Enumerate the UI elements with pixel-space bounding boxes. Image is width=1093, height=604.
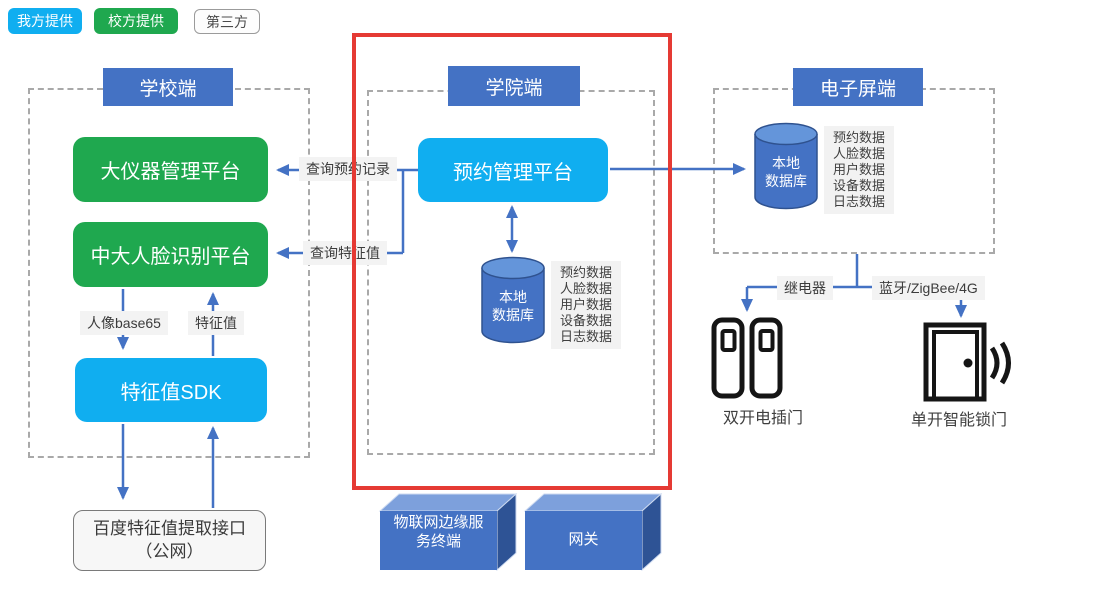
- screen-db-item: 设备数据: [833, 178, 886, 193]
- signal-wave-icon: [999, 341, 1011, 385]
- door-knob: [963, 358, 973, 368]
- legend-ours-label: 我方提供: [17, 13, 73, 29]
- screen-db-name-line2: 数据库: [765, 173, 807, 189]
- face-platform-label: 中大人脸识别平台: [90, 246, 251, 268]
- college-db-item: 人脸数据: [560, 281, 613, 296]
- screen-section-header: 电子屏端: [793, 68, 923, 106]
- iot-edge-line2: 务终端: [415, 532, 461, 550]
- legend-thirdparty-label: 第三方: [206, 13, 248, 30]
- college-db-item: 日志数据: [560, 329, 613, 344]
- screen-title: 电子屏端: [819, 78, 896, 100]
- booking-platform-label: 预约管理平台: [453, 161, 573, 184]
- label-query-booking: 查询预约记录: [299, 157, 397, 181]
- cylinder-top: [481, 256, 545, 280]
- gateway-box: [523, 492, 663, 572]
- college-db-name-line2: 数据库: [492, 307, 534, 323]
- college-db-name-line1: 本地: [499, 289, 527, 305]
- screen-db-name-line1: 本地: [772, 155, 800, 171]
- iot-edge-terminal-label: 物联网边缘服 务终端: [380, 514, 497, 552]
- cylinder-top: [754, 122, 818, 146]
- screen-db-item: 人脸数据: [833, 146, 886, 161]
- instrument-platform-node: 大仪器管理平台: [73, 137, 268, 202]
- label-portrait-base: 人像base65: [80, 311, 168, 335]
- college-db-item: 预约数据: [560, 265, 613, 280]
- college-db-item: 设备数据: [560, 313, 613, 328]
- screen-db-items: 预约数据 人脸数据 用户数据 设备数据 日志数据: [824, 126, 895, 214]
- baidu-api-label-line1: 百度特征值提取接口: [93, 519, 246, 539]
- booking-platform-node: 预约管理平台: [418, 138, 608, 202]
- screen-db-item: 用户数据: [833, 162, 886, 177]
- college-title: 学院端: [485, 77, 543, 99]
- instrument-platform-label: 大仪器管理平台: [100, 161, 241, 183]
- legend-school-chip: 校方提供: [94, 8, 178, 34]
- legend-thirdparty-chip: 第三方: [194, 9, 260, 34]
- gateway-label: 网关: [568, 531, 599, 548]
- label-relay: 继电器: [777, 276, 833, 300]
- school-title: 学校端: [139, 78, 197, 100]
- single-door-icon: [923, 322, 1011, 402]
- label-feature-value: 特征值: [188, 311, 244, 335]
- screen-database-cylinder: 本地 数据库: [754, 122, 818, 210]
- legend-school-label: 校方提供: [108, 13, 164, 29]
- school-section-header: 学校端: [103, 68, 233, 106]
- feature-sdk-node: 特征值SDK: [75, 358, 267, 422]
- baidu-api-label-line2: （公网）: [135, 541, 204, 561]
- iot-edge-line1: 物联网边缘服: [393, 514, 484, 531]
- college-section-header: 学院端: [448, 66, 580, 106]
- baidu-api-node: 百度特征值提取接口 （公网）: [73, 510, 266, 571]
- college-database-cylinder: 本地 数据库: [481, 256, 545, 344]
- label-query-feature: 查询特征值: [303, 241, 387, 265]
- college-db-item: 用户数据: [560, 297, 613, 312]
- double-door-icon: [711, 317, 783, 399]
- screen-db-item: 预约数据: [833, 130, 886, 145]
- college-db-items: 预约数据 人脸数据 用户数据 设备数据 日志数据: [551, 261, 622, 349]
- iot-edge-terminal-box: [378, 492, 518, 572]
- face-platform-node: 中大人脸识别平台: [73, 222, 268, 287]
- screen-db-item: 日志数据: [833, 194, 886, 209]
- legend-ours-chip: 我方提供: [8, 8, 82, 34]
- feature-sdk-label: 特征值SDK: [120, 381, 222, 404]
- label-wireless: 蓝牙/ZigBee/4G: [872, 276, 985, 300]
- single-door-label: 单开智能锁门: [910, 412, 1007, 429]
- signal-wave-icon: [989, 346, 1000, 380]
- double-door-label: 双开电插门: [722, 410, 803, 427]
